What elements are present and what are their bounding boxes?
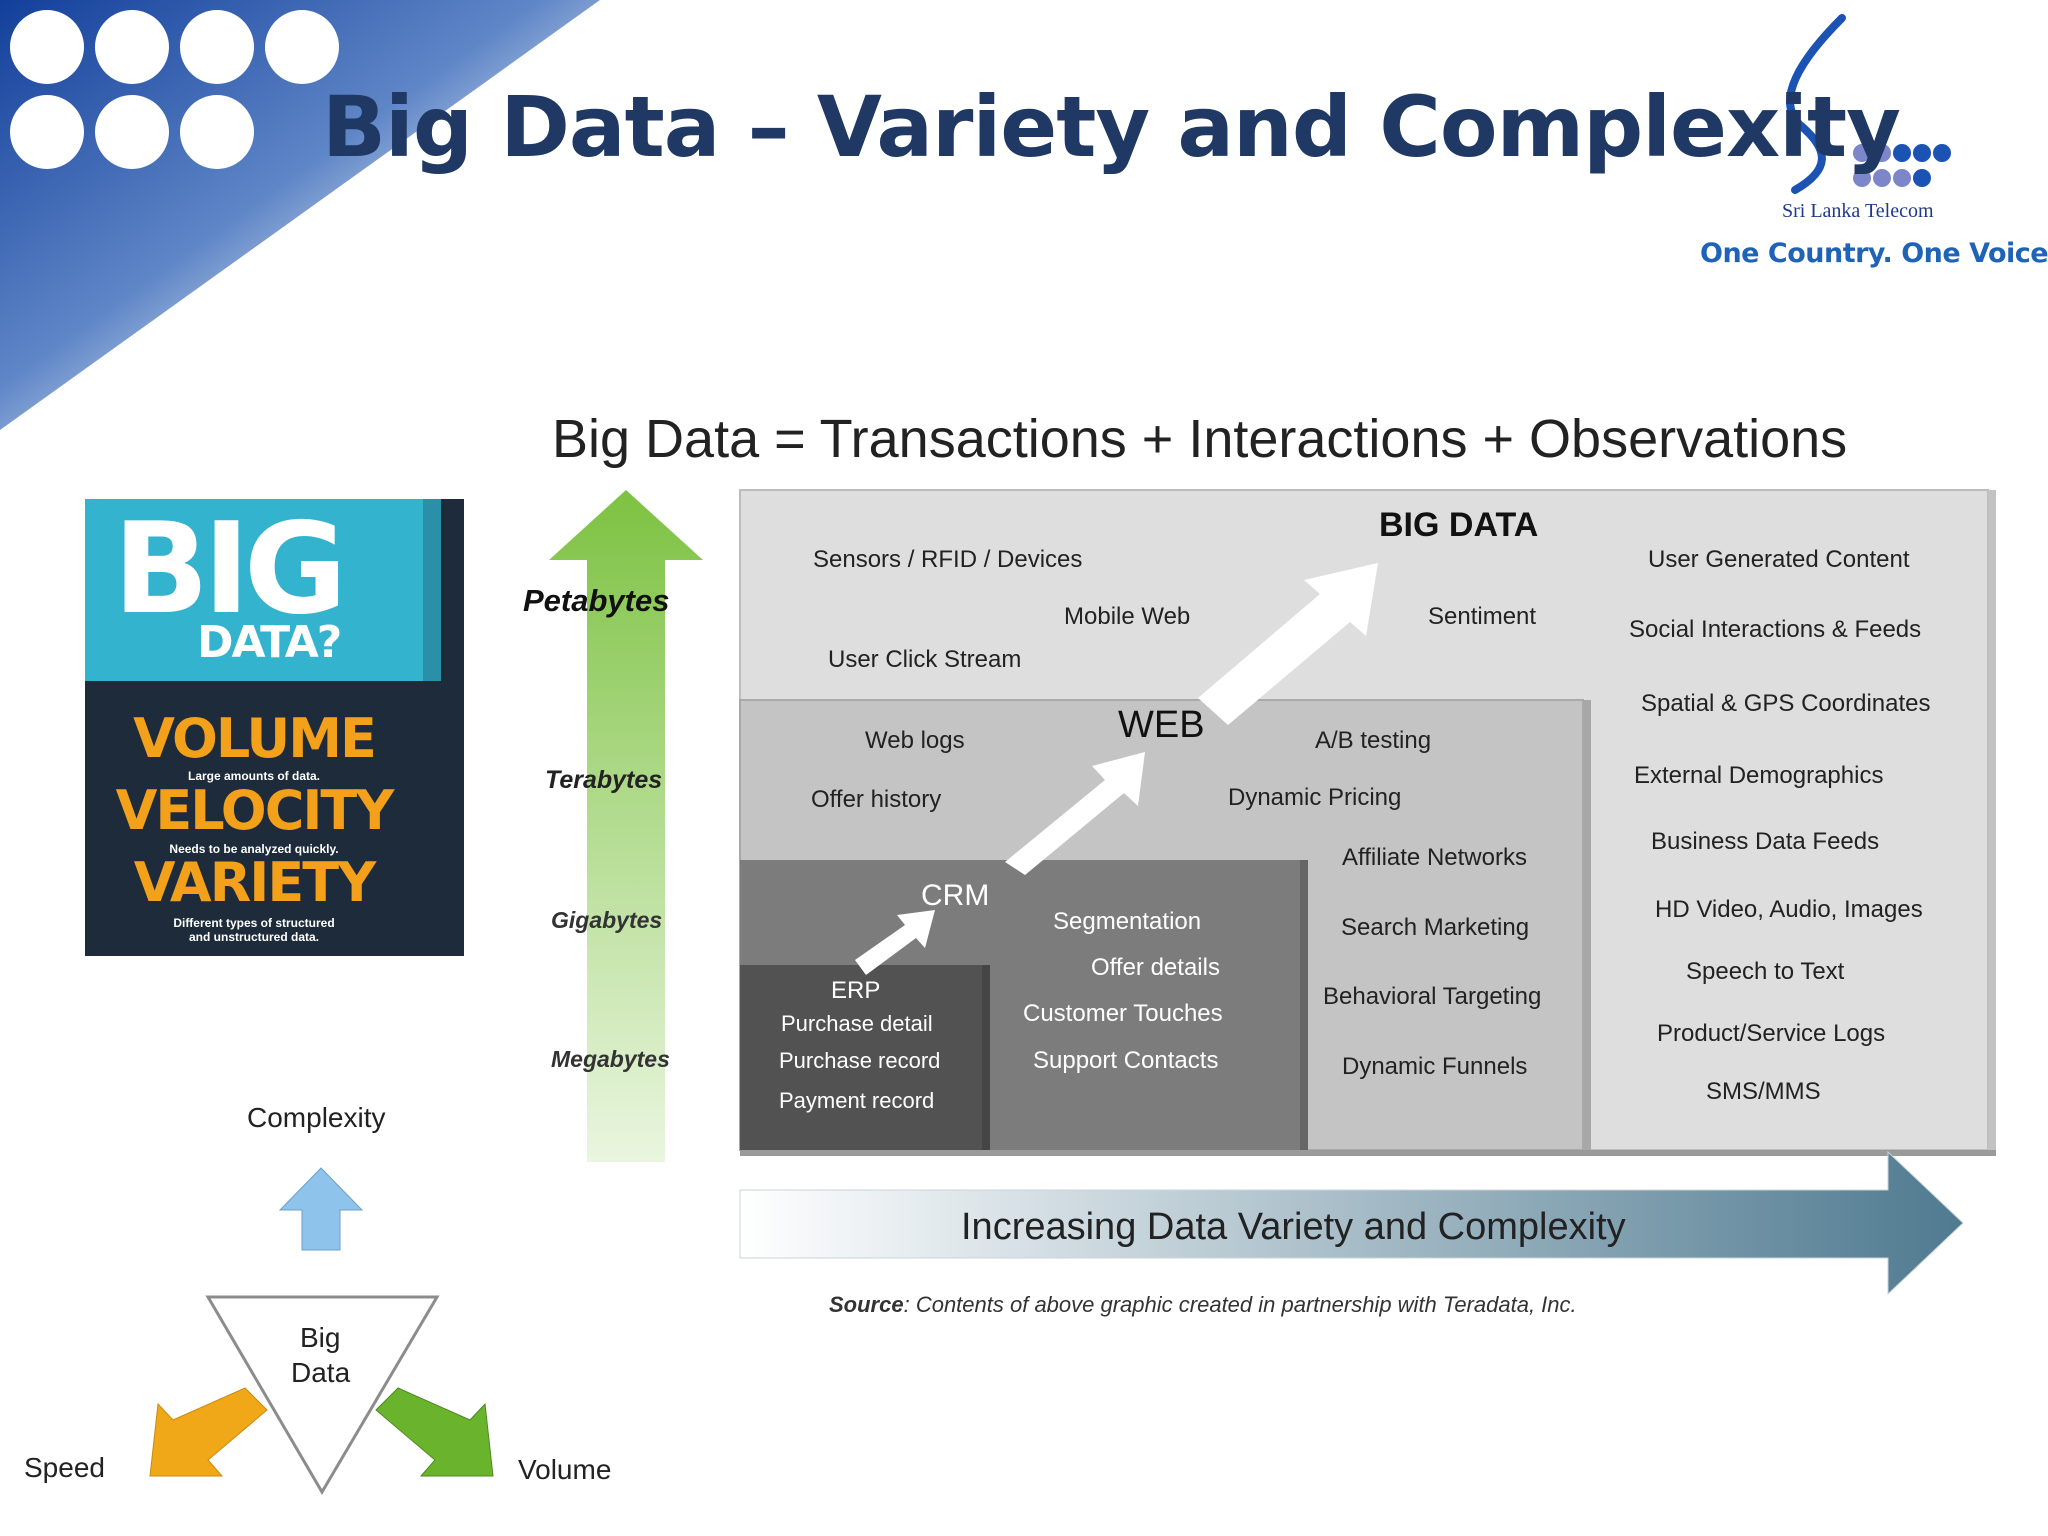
big-data-item: User Click Stream (828, 646, 1022, 673)
erp-item: Purchase detail (781, 1011, 933, 1036)
triangle-complexity-label: Complexity (247, 1102, 386, 1133)
poster-variety-sub-1: Different types of structured (173, 916, 335, 930)
poster-question: DATA? (197, 617, 342, 668)
tagline: One Country. One Voice. (1700, 238, 2048, 269)
triangle-center-label-2: Data (291, 1357, 351, 1388)
big-data-source: External Demographics (1634, 762, 1884, 789)
poster-velocity: VELOCITY (115, 779, 395, 842)
slide-title: Big Data – Variety and Complexity (322, 78, 1901, 176)
big-data-source: Business Data Feeds (1651, 828, 1880, 855)
web-item: Dynamic Pricing (1228, 784, 1402, 811)
size-gigabytes: Gigabytes (551, 907, 663, 933)
size-scale-arrow (549, 490, 703, 1162)
big-data-source: Social Interactions & Feeds (1629, 616, 1922, 643)
web-heading: WEB (1118, 704, 1205, 746)
web-item: Affiliate Networks (1342, 844, 1527, 871)
crm-item: Support Contacts (1033, 1047, 1219, 1074)
web-item: Web logs (865, 727, 965, 754)
web-item: Search Marketing (1341, 914, 1530, 941)
size-petabytes: Petabytes (523, 583, 670, 618)
variety-arrow-label: Increasing Data Variety and Complexity (961, 1206, 1626, 1248)
speed-arrow (149, 1387, 268, 1477)
erp-heading: ERP (831, 977, 881, 1004)
equation-heading: Big Data = Transactions + Interactions +… (552, 409, 1848, 469)
big-data-item: Sentiment (1428, 603, 1537, 630)
corner-circles (10, 10, 339, 169)
big-data-source: Spatial & GPS Coordinates (1641, 690, 1931, 717)
complexity-arrow (278, 1167, 364, 1251)
big-data-source: SMS/MMS (1706, 1078, 1821, 1105)
big-data-item: Mobile Web (1064, 603, 1191, 630)
big-data-source: HD Video, Audio, Images (1655, 896, 1923, 923)
erp-panel (740, 965, 982, 1150)
web-to-bigdata-arrow (1198, 563, 1378, 725)
source-text: : Contents of above graphic created in p… (903, 1292, 1577, 1317)
big-data-item: Sensors / RFID / Devices (813, 546, 1083, 573)
erp-to-crm-arrow (855, 910, 935, 975)
crm-to-web-arrow (1005, 752, 1145, 875)
poster-volume-sub: Large amounts of data. (187, 769, 321, 783)
poster-velocity-sub: Needs to be analyzed quickly. (169, 842, 339, 856)
brand-name: Sri Lanka Telecom (1782, 200, 1934, 222)
size-megabytes: Megabytes (551, 1046, 670, 1072)
big-data-poster: BIG DATA? VOLUME Large amounts of data. … (85, 499, 464, 956)
web-item: A/B testing (1315, 727, 1432, 754)
web-item: Behavioral Targeting (1323, 983, 1542, 1010)
source-label: Source (829, 1292, 904, 1317)
triangle-speed-label: Speed (24, 1452, 105, 1483)
big-data-source: User Generated Content (1648, 546, 1910, 573)
crm-heading: CRM (921, 879, 990, 912)
big-data-source: Speech to Text (1686, 958, 1845, 985)
erp-item: Purchase record (779, 1048, 941, 1073)
variety-arrow (739, 1150, 1964, 1296)
crm-item: Offer details (1091, 954, 1220, 981)
web-item: Offer history (811, 786, 942, 813)
poster-volume: VOLUME (133, 707, 377, 770)
crm-item: Segmentation (1053, 908, 1202, 935)
big-data-heading: BIG DATA (1379, 506, 1539, 544)
erp-item: Payment record (779, 1088, 935, 1113)
web-item: Dynamic Funnels (1342, 1053, 1528, 1080)
size-terabytes: Terabytes (545, 766, 663, 794)
poster-variety: VARIETY (133, 851, 376, 914)
volume-arrow (375, 1387, 494, 1477)
triangle-center-label-1: Big (300, 1322, 341, 1353)
poster-big: BIG (113, 499, 347, 642)
triangle-volume-label: Volume (518, 1454, 612, 1485)
big-data-source: Product/Service Logs (1657, 1020, 1886, 1047)
source-note: Source: Contents of above graphic create… (829, 1292, 1577, 1318)
crm-item: Customer Touches (1023, 1000, 1223, 1027)
big-data-triangle (205, 1295, 440, 1495)
slt-logo-icon (1786, 14, 1951, 194)
poster-variety-sub-2: and unstructured data. (188, 930, 319, 944)
